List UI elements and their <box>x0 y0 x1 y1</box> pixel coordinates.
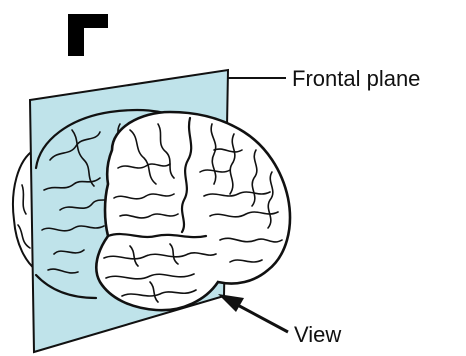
brain-outline <box>96 112 290 310</box>
brain-front-portion <box>96 112 290 310</box>
view-label: View <box>294 322 341 347</box>
frontal-plane-label: Frontal plane <box>292 66 420 91</box>
corner-bracket-icon <box>68 14 108 56</box>
arrow-icon <box>218 294 288 332</box>
